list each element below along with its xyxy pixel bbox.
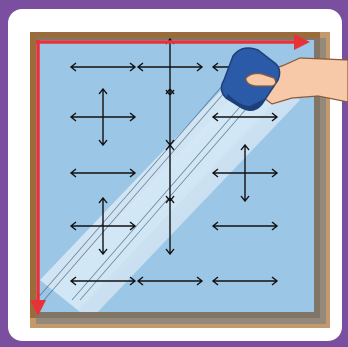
window-film-diagram	[0, 0, 348, 347]
